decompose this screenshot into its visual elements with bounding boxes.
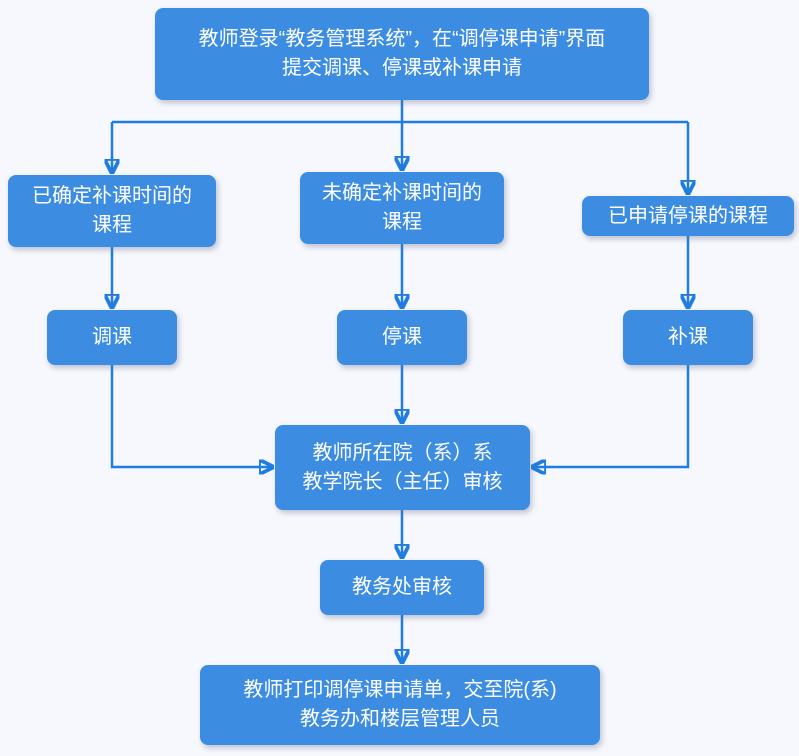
node-suspend-class-label: 停课 (382, 326, 422, 348)
node-start-label: 教师登录“教务管理系统”，在“调停课申请”界面 提交调课、停课或补课申请 (198, 28, 606, 79)
connector-makeup-to-review (534, 365, 690, 467)
node-office-review: 教务处审核 (320, 560, 484, 615)
node-adjust-class-label: 调课 (92, 326, 132, 348)
node-dept-review-label: 教师所在院（系）系 教学院长（主任）审核 (302, 441, 503, 493)
node-final-step: 教师打印调停课申请单，交至院(系) 教务办和楼层管理人员 (200, 665, 600, 745)
node-course-makeup-time-confirmed: 已确定补课时间的 课程 (8, 175, 216, 247)
node-course-suspension-requested-label: 已申请停课的课程 (608, 204, 768, 227)
node-start: 教师登录“教务管理系统”，在“调停课申请”界面 提交调课、停课或补课申请 (155, 8, 649, 100)
node-makeup-class-label: 补课 (668, 326, 708, 348)
node-adjust-class: 调课 (47, 310, 177, 365)
node-course-makeup-time-unconfirmed: 未确定补课时间的 课程 (300, 172, 504, 244)
node-dept-review: 教师所在院（系）系 教学院长（主任）审核 (275, 425, 530, 510)
connector-adjust-to-review (110, 365, 271, 467)
node-makeup-class: 补课 (623, 310, 753, 365)
node-course-makeup-time-confirmed-label: 已确定补课时间的 课程 (32, 185, 192, 236)
node-course-suspension-requested: 已申请停课的课程 (582, 196, 794, 236)
node-suspend-class: 停课 (337, 310, 467, 365)
node-course-makeup-time-unconfirmed-label: 未确定补课时间的 课程 (322, 182, 482, 233)
node-final-step-label: 教师打印调停课申请单，交至院(系) 教务办和楼层管理人员 (243, 679, 557, 730)
node-office-review-label: 教务处审核 (352, 576, 452, 598)
